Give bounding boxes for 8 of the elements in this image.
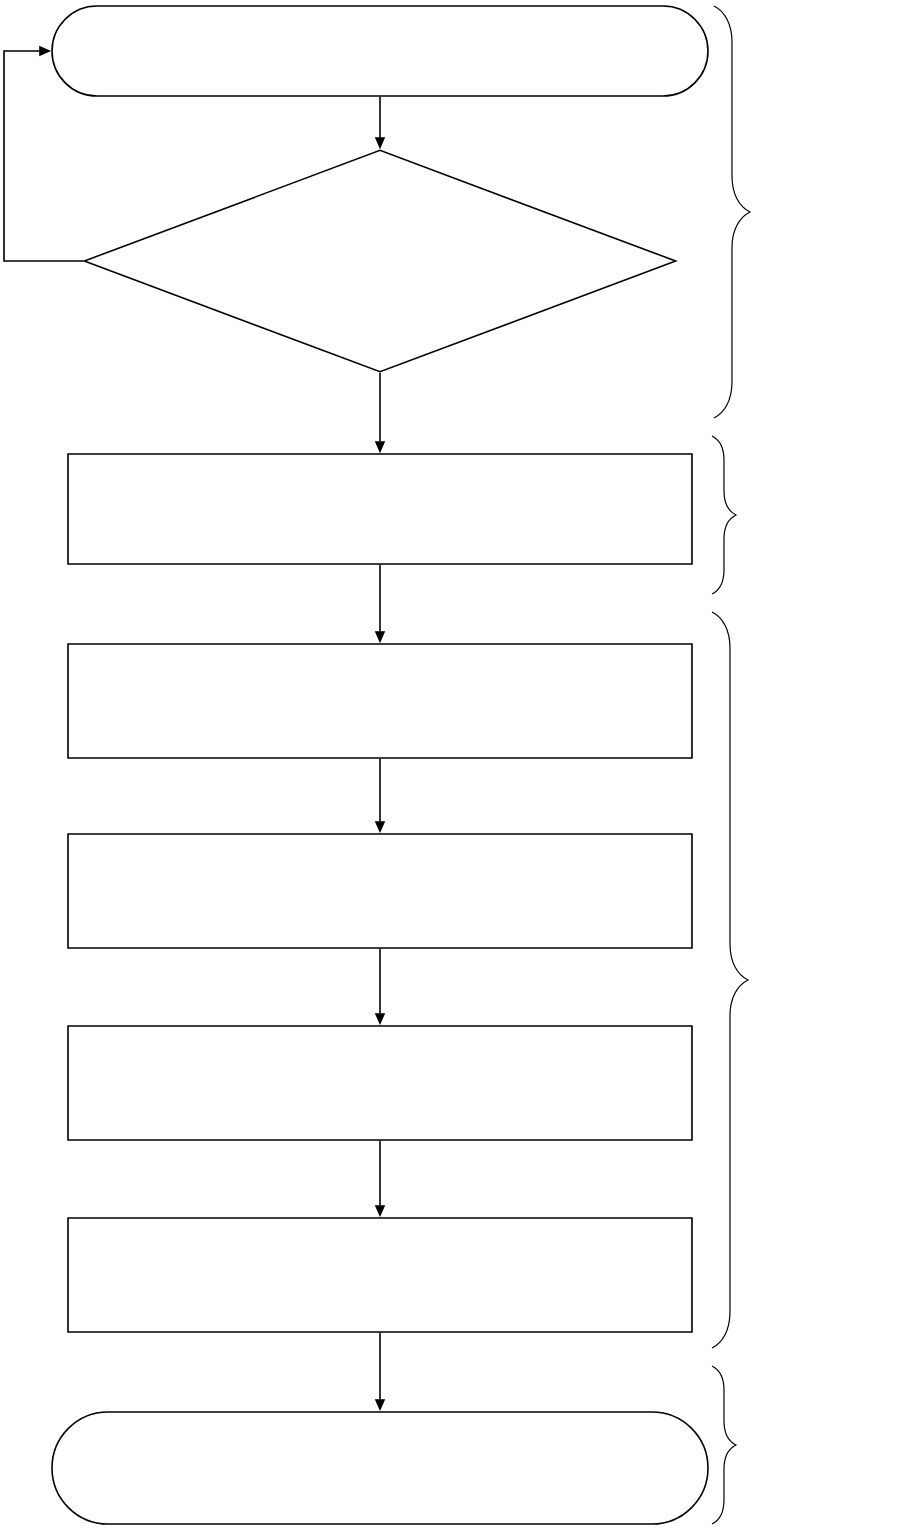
process-box bbox=[67, 1025, 693, 1141]
arrow bbox=[3, 45, 84, 262]
process-box bbox=[67, 833, 693, 949]
terminal-shape bbox=[51, 1411, 709, 1525]
terminal-shape bbox=[51, 5, 709, 97]
process-box bbox=[67, 1217, 693, 1333]
process-box bbox=[67, 643, 693, 759]
process-box bbox=[67, 453, 693, 565]
